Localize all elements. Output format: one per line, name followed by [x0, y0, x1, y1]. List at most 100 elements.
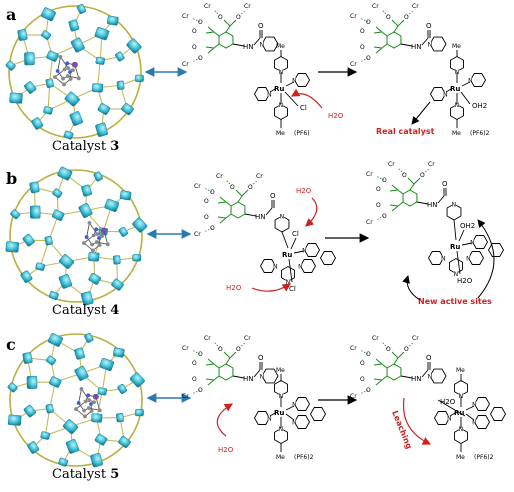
ligand-bond — [461, 92, 470, 104]
ruthenium-center: Ru — [450, 243, 460, 251]
linker-coord — [423, 168, 430, 174]
guest-atom — [106, 242, 110, 246]
cage-node — [49, 376, 62, 388]
linker-cr: Cr — [216, 173, 223, 180]
ligand-bond-top — [459, 230, 464, 241]
cage-node — [116, 413, 124, 422]
cage-node — [46, 404, 54, 414]
guest-atom — [83, 415, 87, 419]
ring-n-label: N — [280, 213, 285, 220]
ligand-bottom: Cl — [289, 285, 296, 293]
linker-arm — [382, 376, 387, 380]
linker-oxygen: O — [366, 19, 371, 26]
water-label-b-top: H2O — [296, 187, 312, 195]
linker-arm — [226, 202, 231, 206]
bond — [282, 232, 288, 248]
linker-carboxyl — [376, 380, 382, 385]
linker-oxygen: O — [198, 351, 203, 358]
ligand-bottom: H2O — [457, 277, 473, 285]
linker-cr: Cr — [412, 3, 419, 10]
linker-oxygen: O — [198, 19, 203, 26]
linker-oxygen: O — [192, 28, 197, 35]
linker-cr: Cr — [204, 3, 211, 10]
linker-arm — [382, 44, 387, 48]
cage-node — [64, 91, 80, 107]
linker-coord — [239, 10, 246, 16]
linker-carboxyl — [408, 178, 414, 184]
cage-node — [88, 273, 101, 285]
linker-carboxyl — [218, 202, 226, 203]
cage-node — [46, 78, 54, 88]
linker-arm — [214, 44, 219, 48]
linker-cr: Cr — [256, 173, 263, 180]
bond — [438, 196, 444, 203]
ruthenium-center: Ru — [274, 85, 284, 93]
bipyridine-ring — [321, 252, 336, 265]
amide-nh: HN — [427, 201, 438, 209]
linker-oxygen: O — [366, 351, 371, 358]
guest-atom — [87, 406, 91, 410]
catalyst-5-label: Catalyst 5 — [52, 467, 119, 482]
guest-atom — [82, 241, 86, 245]
cage-node — [7, 382, 18, 393]
linker-cr: Cr — [194, 231, 201, 238]
linker-arm — [394, 358, 398, 364]
ring-n-label: N — [447, 415, 452, 422]
water-attack-arrow-b-top — [306, 198, 317, 226]
linker-oxygen: O — [360, 376, 365, 383]
linker-oxygen: O — [192, 44, 197, 51]
amide-oxygen: O — [426, 22, 432, 30]
linker-oxygen: O — [402, 172, 407, 179]
water-label-c: H2O — [218, 446, 234, 454]
cage-node — [41, 30, 52, 40]
linker-oxygen: O — [404, 346, 409, 353]
guest-atom — [59, 55, 63, 59]
linker-carboxyl — [224, 352, 230, 358]
guest-atom — [98, 243, 102, 247]
guest-atom — [69, 77, 73, 81]
methyl-bottom: Me — [276, 130, 285, 137]
cage-node — [129, 372, 145, 388]
amide-oxygen: O — [442, 180, 448, 188]
cage-node — [113, 255, 121, 264]
terpyridine-ring — [311, 408, 326, 421]
cage-node — [52, 188, 63, 198]
cage-node — [20, 270, 33, 283]
ring-n-label: N — [267, 91, 272, 98]
cage-node — [46, 50, 59, 62]
cage-node — [10, 209, 21, 220]
linker-cr: Cr — [428, 161, 435, 168]
linker-cr: Cr — [366, 219, 373, 226]
linker-oxygen: O — [420, 172, 425, 179]
linker-carboxyl — [376, 359, 382, 364]
cage-node — [88, 252, 99, 261]
linker-carboxyl — [374, 364, 382, 365]
ring-n-label: N — [292, 401, 297, 408]
guest-atom — [92, 234, 96, 238]
cage-node — [98, 387, 107, 395]
linker-cr: Cr — [372, 335, 379, 342]
linker-cr: Cr — [244, 3, 251, 10]
linker-carboxyl — [206, 32, 214, 33]
linker-arm — [214, 32, 219, 36]
linker-cr: Cr — [194, 183, 201, 190]
linker-coord — [251, 180, 258, 186]
linker-ring — [219, 364, 233, 380]
methyl-top: Me — [456, 367, 465, 374]
linker-carboxyl — [392, 20, 398, 26]
methyl-top: Me — [276, 43, 285, 50]
complex-a-product: OOCrOOCrOOCrCrHNONRuNMeNMeNNOH2(PF6)2 — [350, 3, 490, 137]
cage-node — [74, 366, 89, 382]
linker-cr: Cr — [350, 61, 357, 68]
methyl-top: Me — [452, 43, 461, 50]
cage-node — [52, 209, 65, 221]
cage-node — [27, 376, 37, 389]
linker-oxygen: O — [248, 184, 253, 191]
linker-cr: Cr — [182, 345, 189, 352]
linker-carboxyl — [374, 379, 382, 380]
guest-atom — [86, 393, 90, 397]
linker-carboxyl — [376, 27, 382, 32]
cage-node — [59, 254, 75, 270]
cage-node — [91, 413, 102, 422]
cage-node — [74, 347, 85, 359]
